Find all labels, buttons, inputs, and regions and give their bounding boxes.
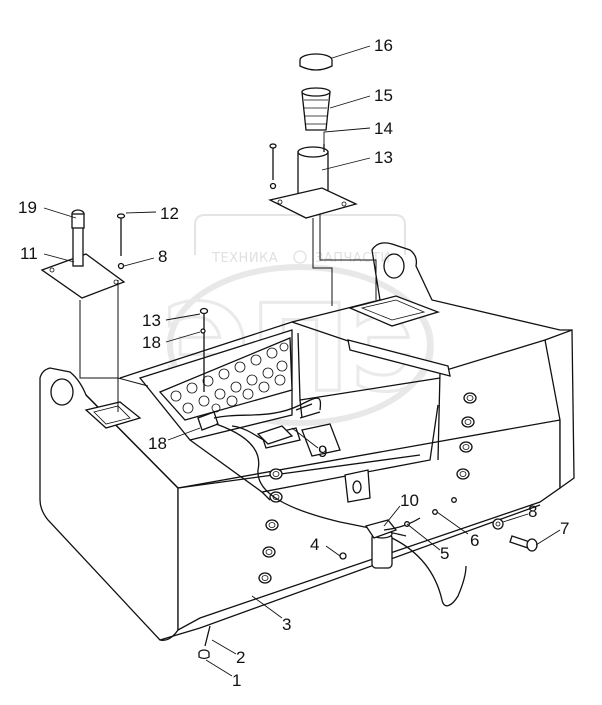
left-filler-opening	[84, 401, 142, 429]
callout-11: 11	[20, 244, 38, 263]
callout-10: 10	[400, 491, 419, 510]
callout-16: 15	[374, 86, 393, 105]
baffle-perforations	[170, 342, 289, 414]
right-sender-opening	[347, 295, 441, 327]
mounting-bar	[347, 339, 451, 377]
callout-13: 13	[142, 311, 161, 330]
bottom-drain-bolt	[198, 625, 211, 660]
callout-6: 6	[470, 531, 479, 550]
callout-4: 4	[310, 535, 319, 554]
callout-14: 13	[374, 148, 393, 167]
fuel-filter	[364, 517, 467, 607]
fuel-sender-assembly	[40, 209, 126, 299]
callout-19: 19	[18, 198, 37, 217]
gear-icon	[293, 250, 307, 264]
callout-8-lower: 8	[528, 502, 537, 521]
watermark-left-text: ТЕХНИКА	[211, 251, 278, 266]
callout-1: 1	[232, 671, 241, 690]
assembly-guide-lines	[79, 214, 377, 412]
callout-5: 5	[440, 544, 449, 563]
callout-12: 12	[160, 204, 179, 223]
callout-labels: 16 15 14 13 12 19 11 8 13 18 18 9 10 5 6…	[18, 36, 569, 690]
watermark-right-text: ЗАПЧАСТИ	[315, 251, 391, 266]
watermark-logo-ring	[167, 264, 433, 426]
drain-plug-parts	[339, 497, 538, 560]
callout-17: 16	[374, 36, 393, 55]
callout-15: 14	[374, 119, 393, 138]
callout-18-lower: 18	[148, 434, 167, 453]
leader-lines	[43, 45, 561, 677]
callout-8-upper: 8	[158, 247, 167, 266]
callout-3: 3	[282, 615, 291, 634]
tank-side-bolts	[258, 392, 477, 584]
callout-2: 2	[236, 648, 245, 667]
callout-7: 7	[560, 519, 569, 538]
callout-9: 9	[318, 442, 327, 461]
callout-18-upper: 18	[142, 333, 161, 352]
filler-cap-assembly	[268, 53, 358, 219]
